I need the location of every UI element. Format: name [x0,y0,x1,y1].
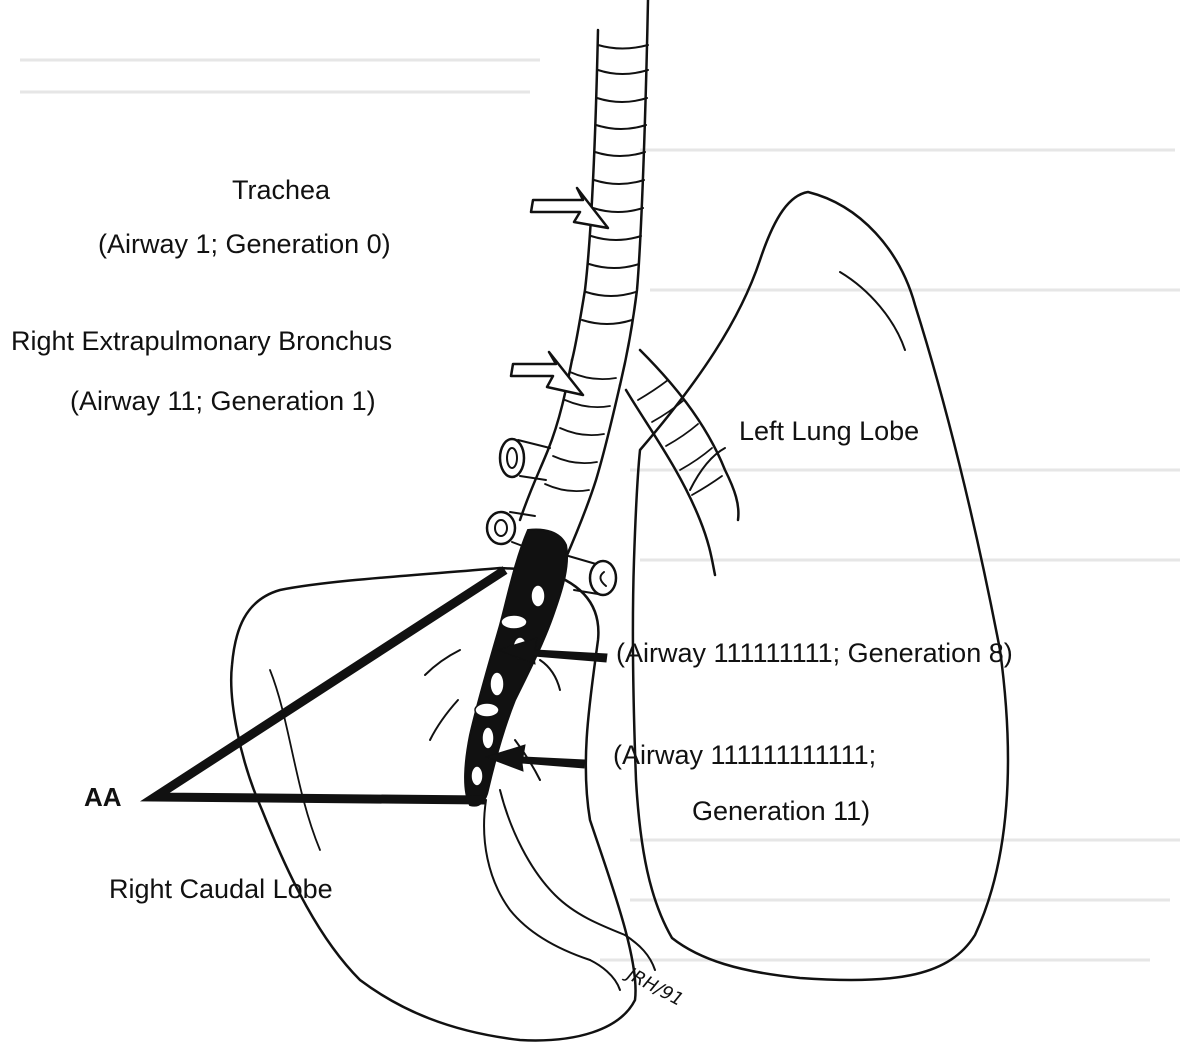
left-lung-lobe-outline [633,192,1008,980]
trachea-tube [572,0,648,385]
trachea-label: Trachea [232,175,331,205]
airway-gen11-arrow [486,745,585,771]
airway-gen8-label: (Airway 111111111; Generation 8) [616,638,1013,668]
bronchus-label: Right Extrapulmonary Bronchus [11,326,392,356]
right-caudal-lobe-outline [231,568,635,1040]
bronchus-airway-label: (Airway 11; Generation 1) [70,386,376,416]
axial-airway-triangle [155,570,505,800]
right-caudal-lobe-label: Right Caudal Lobe [109,874,333,904]
axial-airway-label: AA [84,782,122,812]
airway-gen11-label-line2: Generation 11) [692,796,870,826]
airway-gen11-label-line1: (Airway 111111111111; [613,740,876,770]
distal-branches [425,650,655,990]
left-bronchus [626,350,738,575]
trachea-airway-label: (Airway 1; Generation 0) [98,229,391,259]
left-lung-lobe-label: Left Lung Lobe [739,416,919,446]
